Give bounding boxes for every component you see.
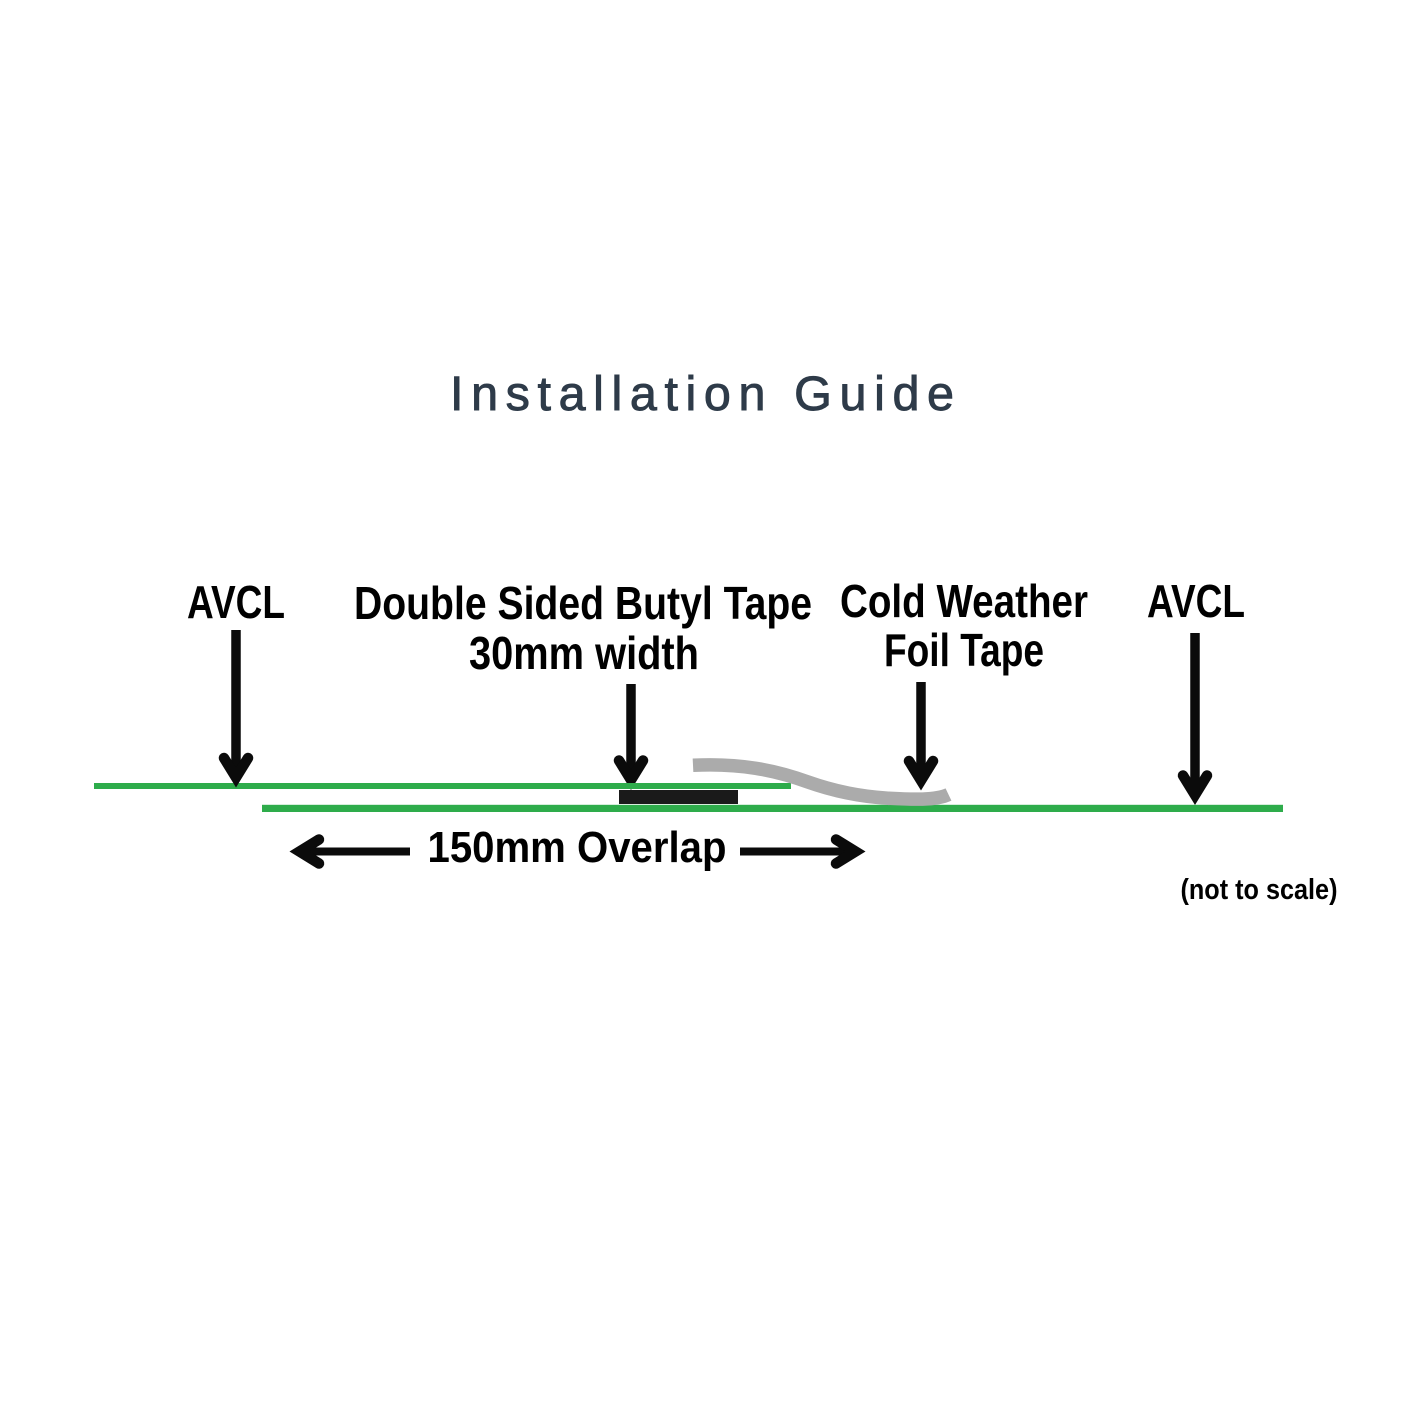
svg-text:AVCL: AVCL xyxy=(1147,575,1245,627)
svg-text:150mm Overlap: 150mm Overlap xyxy=(428,823,727,872)
svg-text:(not to scale): (not to scale) xyxy=(1181,874,1338,906)
svg-text:AVCL: AVCL xyxy=(187,576,285,628)
svg-text:Cold Weather: Cold Weather xyxy=(840,575,1088,627)
svg-text:Double Sided Butyl Tape: Double Sided Butyl Tape xyxy=(354,577,812,629)
svg-text:Foil Tape: Foil Tape xyxy=(884,624,1044,676)
svg-text:30mm width: 30mm width xyxy=(469,627,699,679)
